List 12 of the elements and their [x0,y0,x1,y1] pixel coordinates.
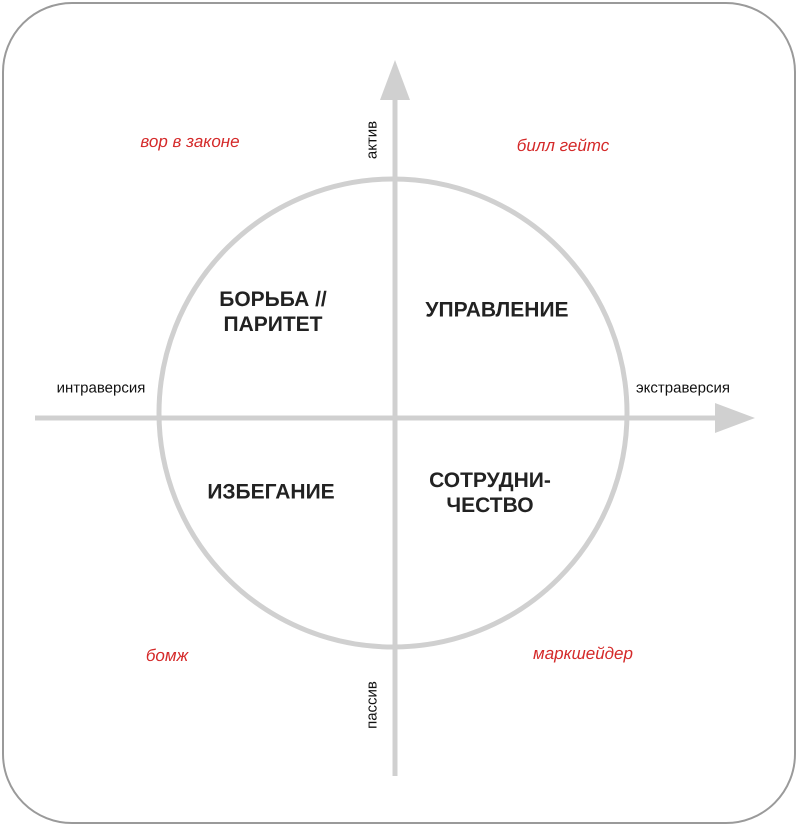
example-label: бомж [146,646,188,666]
example-label: билл гейтс [516,136,610,156]
axis-label: актив [364,120,380,160]
quadrant-label: БОРЬБА // ПАРИТЕТ [218,287,328,337]
example-label: вор в законе [140,132,240,152]
quadrant-label: СОТРУДНИ- ЧЕСТВО [428,468,552,518]
axis-label: экстраверсия [636,380,730,396]
axis-label: интраверсия [56,380,146,396]
example-label: маркшейдер [533,644,633,664]
quadrant-label: ИЗБЕГАНИЕ [206,480,336,504]
axis-label: пассив [364,681,380,729]
quadrant-label: УПРАВЛЕНИЕ [424,298,570,322]
